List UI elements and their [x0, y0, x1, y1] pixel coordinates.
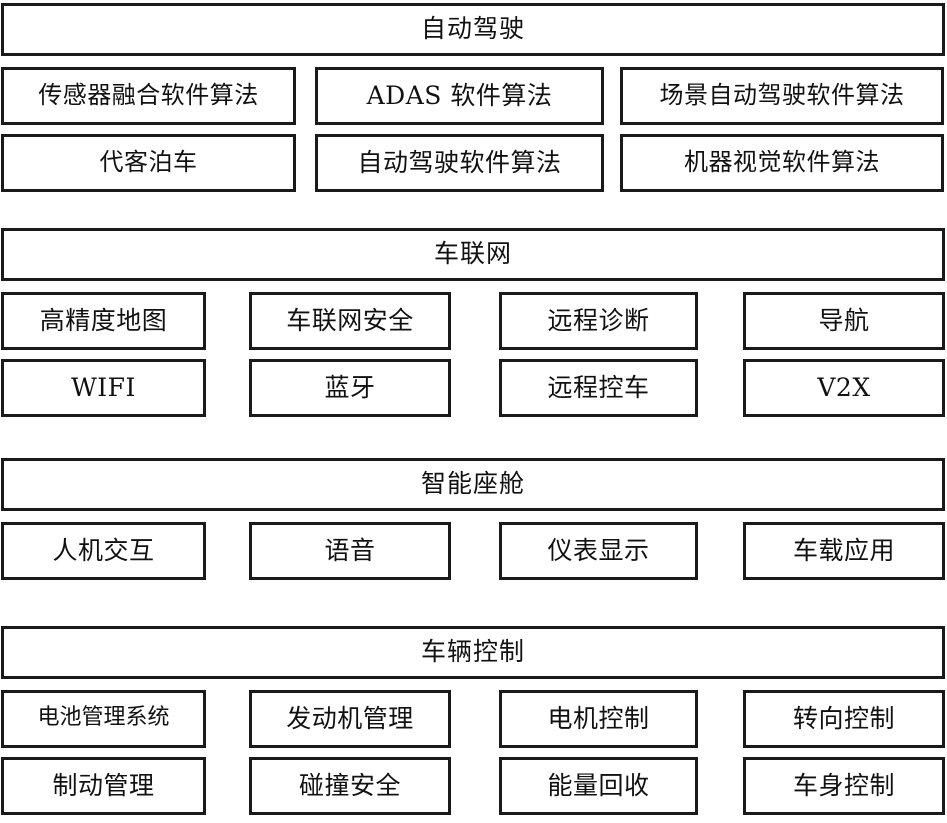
node-label: 自动驾驶软件算法 — [357, 147, 562, 177]
node-steering-control[interactable]: 转向控制 — [743, 690, 945, 748]
node-remote-diagnostics[interactable]: 远程诊断 — [499, 292, 698, 350]
node-v2x[interactable]: V2X — [743, 359, 945, 417]
architecture-diagram: 自动驾驶 传感器融合软件算法 ADAS 软件算法 场景自动驾驶软件算法 代客泊车 — [0, 3, 947, 823]
node-label: 发动机管理 — [286, 703, 414, 733]
section-spacer — [0, 417, 947, 458]
node-label: 碰撞安全 — [298, 770, 401, 800]
section-spacer — [0, 192, 947, 228]
node-label: 语音 — [324, 535, 376, 565]
node-label: 人机交互 — [52, 535, 155, 565]
node-sensor-fusion-algorithm[interactable]: 传感器融合软件算法 — [1, 67, 296, 125]
node-label: 车身控制 — [792, 770, 895, 800]
node-remote-vehicle-control[interactable]: 远程控车 — [499, 359, 698, 417]
node-label: 远程控车 — [547, 372, 650, 402]
node-instrument-display[interactable]: 仪表显示 — [499, 522, 698, 580]
section-row: 电池管理系统 发动机管理 电机控制 转向控制 — [0, 690, 947, 748]
section-rows: 传感器融合软件算法 ADAS 软件算法 场景自动驾驶软件算法 代客泊车 自动驾驶… — [0, 67, 947, 192]
section-spacer — [0, 580, 947, 626]
node-label: 能量回收 — [547, 770, 650, 800]
node-label: 导航 — [818, 305, 870, 335]
node-crash-safety[interactable]: 碰撞安全 — [249, 757, 451, 815]
section-header-smart-cockpit: 智能座舱 — [1, 458, 945, 511]
section-vehicle-control: 车辆控制 电池管理系统 发动机管理 电机控制 转向控制 制动管理 — [0, 626, 947, 815]
node-human-machine-interaction[interactable]: 人机交互 — [1, 522, 206, 580]
section-row: 高精度地图 车联网安全 远程诊断 导航 — [0, 292, 947, 350]
node-battery-management-system[interactable]: 电池管理系统 — [1, 690, 206, 748]
node-connected-vehicle-security[interactable]: 车联网安全 — [249, 292, 451, 350]
section-header-autonomous-driving: 自动驾驶 — [1, 3, 945, 56]
node-label: 车载应用 — [792, 535, 895, 565]
node-autonomous-driving-algorithm[interactable]: 自动驾驶软件算法 — [315, 134, 604, 192]
node-label: 电池管理系统 — [37, 705, 170, 730]
node-label: 仪表显示 — [547, 535, 650, 565]
section-rows: 高精度地图 车联网安全 远程诊断 导航 WIFI 蓝牙 — [0, 292, 947, 417]
node-brake-management[interactable]: 制动管理 — [1, 757, 206, 815]
node-machine-vision-algorithm[interactable]: 机器视觉软件算法 — [620, 134, 944, 192]
node-motor-control[interactable]: 电机控制 — [499, 690, 698, 748]
node-label: 场景自动驾驶软件算法 — [659, 81, 905, 109]
section-header-label: 车联网 — [433, 239, 512, 268]
node-label: 机器视觉软件算法 — [684, 148, 880, 176]
node-engine-management[interactable]: 发动机管理 — [249, 690, 451, 748]
section-row: WIFI 蓝牙 远程控车 V2X — [0, 359, 947, 417]
section-row: 传感器融合软件算法 ADAS 软件算法 场景自动驾驶软件算法 — [0, 67, 947, 125]
node-bluetooth[interactable]: 蓝牙 — [249, 359, 451, 417]
node-label: 转向控制 — [792, 703, 895, 733]
section-autonomous-driving: 自动驾驶 传感器融合软件算法 ADAS 软件算法 场景自动驾驶软件算法 代客泊车 — [0, 3, 947, 192]
node-voice[interactable]: 语音 — [249, 522, 451, 580]
node-label: 代客泊车 — [99, 148, 198, 176]
node-label: 制动管理 — [52, 770, 155, 800]
section-rows: 人机交互 语音 仪表显示 车载应用 — [0, 522, 947, 580]
node-label: WIFI — [71, 372, 136, 402]
node-adas-algorithm[interactable]: ADAS 软件算法 — [315, 67, 604, 125]
node-label: 车联网安全 — [286, 305, 414, 335]
node-label: 远程诊断 — [547, 305, 650, 335]
section-header-label: 车辆控制 — [420, 637, 525, 666]
node-label: 电机控制 — [547, 703, 650, 733]
section-rows: 电池管理系统 发动机管理 电机控制 转向控制 制动管理 碰撞安全 — [0, 690, 947, 815]
section-row: 制动管理 碰撞安全 能量回收 车身控制 — [0, 757, 947, 815]
section-row: 人机交互 语音 仪表显示 车载应用 — [0, 522, 947, 580]
node-label: 传感器融合软件算法 — [38, 81, 259, 109]
section-header-vehicle-control: 车辆控制 — [1, 626, 945, 679]
section-header-label: 智能座舱 — [420, 469, 525, 498]
section-row: 代客泊车 自动驾驶软件算法 机器视觉软件算法 — [0, 134, 947, 192]
node-wifi[interactable]: WIFI — [1, 359, 206, 417]
node-label: 蓝牙 — [324, 372, 376, 402]
node-body-control[interactable]: 车身控制 — [743, 757, 945, 815]
node-navigation[interactable]: 导航 — [743, 292, 945, 350]
node-label: ADAS 软件算法 — [366, 80, 553, 110]
node-valet-parking[interactable]: 代客泊车 — [1, 134, 296, 192]
node-label: 高精度地图 — [39, 305, 168, 335]
node-scenario-autonomous-driving-algorithm[interactable]: 场景自动驾驶软件算法 — [620, 67, 944, 125]
section-connected-vehicle: 车联网 高精度地图 车联网安全 远程诊断 导航 WIFI — [0, 228, 947, 417]
node-label: V2X — [817, 372, 871, 402]
node-energy-recovery[interactable]: 能量回收 — [499, 757, 698, 815]
section-header-connected-vehicle: 车联网 — [1, 228, 945, 281]
section-header-label: 自动驾驶 — [420, 14, 525, 43]
node-in-vehicle-applications[interactable]: 车载应用 — [743, 522, 945, 580]
section-smart-cockpit: 智能座舱 人机交互 语音 仪表显示 车载应用 — [0, 458, 947, 580]
node-hd-map[interactable]: 高精度地图 — [1, 292, 206, 350]
